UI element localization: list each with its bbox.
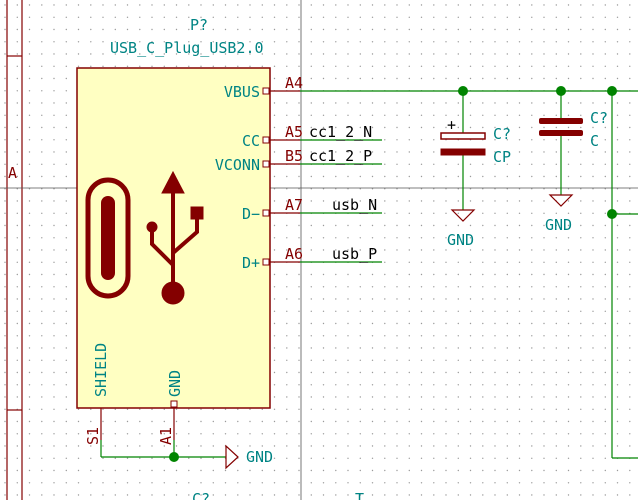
connector-value: USB_C_Plug_USB2.0 (110, 39, 264, 57)
bottom-pins (100, 408, 175, 440)
capacitor-symbol[interactable]: C? C (539, 109, 608, 150)
capacitor-polarized-symbol[interactable]: + C? CP (440, 116, 511, 166)
right-pins (270, 90, 300, 263)
net-label-usb-n[interactable]: usb_N (332, 196, 377, 214)
pin-number-dminus: A7 (285, 196, 303, 214)
gnd-label-c: GND (545, 216, 572, 234)
gnd-symbol-connector[interactable]: GND (225, 444, 273, 470)
pin-number-dplus: A6 (285, 245, 303, 263)
pin-name-dplus: D+ (242, 254, 260, 272)
pin-number-vconn: B5 (285, 147, 303, 165)
net-label-cc1-2-n[interactable]: cc1_2_N (309, 123, 372, 141)
pin-name-dminus: D− (242, 205, 260, 223)
pin-number-gnd: A1 (157, 427, 175, 445)
wires[interactable] (100, 90, 638, 459)
gnd-symbol-c[interactable]: GND (545, 194, 574, 234)
pin-number-cc: A5 (285, 123, 303, 141)
connector-reference: P? (190, 16, 208, 34)
partial-text-label: T (355, 490, 364, 500)
usb-trident-icon (146, 170, 204, 305)
usb-c-receptacle-icon (85, 177, 131, 299)
pin-number-vbus: A4 (285, 74, 303, 92)
usb-c-connector-symbol[interactable]: P? USB_C_Plug_USB2.0 (76, 16, 303, 445)
partial-ref-label: C? (192, 490, 210, 500)
c-value: C (590, 132, 599, 150)
junction-dots (169, 86, 617, 462)
pin-name-vconn: VCONN (215, 156, 260, 174)
pin-name-shield: SHIELD (92, 343, 110, 397)
cp-value: CP (493, 148, 511, 166)
cp-reference: C? (493, 125, 511, 143)
net-label-cc1-2-p[interactable]: cc1_2_P (309, 147, 372, 165)
sheet-border-label: A (8, 164, 17, 182)
grid-dots (4, 4, 631, 496)
gnd-symbol-cp[interactable]: GND (447, 209, 476, 249)
cp-plus-sign: + (447, 116, 456, 134)
pin-end-marker-gnd (170, 400, 178, 408)
pin-name-cc: CC (242, 132, 260, 150)
pin-end-markers (262, 87, 270, 266)
pin-name-gnd: GND (166, 370, 184, 397)
gnd-label-cp: GND (447, 231, 474, 249)
sheet-border: A (6, 0, 23, 500)
c-reference: C? (590, 109, 608, 127)
gnd-label-connector: GND (246, 448, 273, 466)
net-label-usb-p[interactable]: usb_P (332, 245, 377, 263)
pin-name-vbus: VBUS (224, 83, 260, 101)
pin-number-shield: S1 (84, 427, 102, 445)
